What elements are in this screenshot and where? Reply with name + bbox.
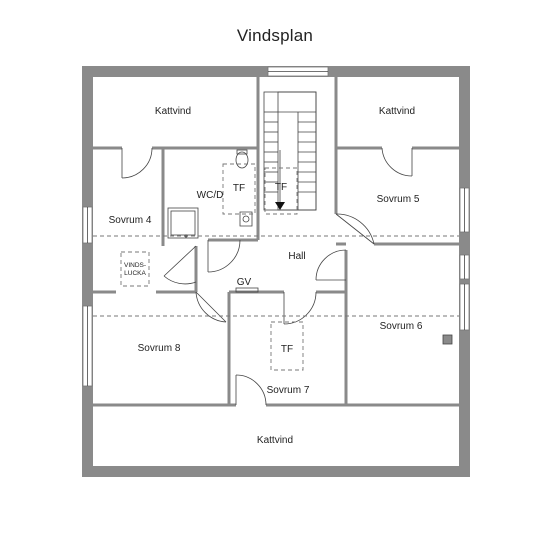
tf-label-stair: TF	[275, 182, 287, 193]
room-label-wc-d: WC/D	[197, 190, 224, 201]
stair-arrow-icon	[275, 202, 285, 210]
room-label-sovrum-5: Sovrum 5	[377, 194, 420, 205]
room-label-sovrum-6: Sovrum 6	[380, 321, 423, 332]
room-label-kattvind-top-right: Kattvind	[379, 106, 415, 117]
slope-lines	[93, 235, 459, 317]
sink-icon	[239, 211, 253, 227]
gv-unit-icon	[235, 287, 259, 293]
chimney-icon	[442, 334, 453, 345]
vindslucka-label-line2: LUCKA	[124, 270, 146, 277]
room-label-kattvind-bottom: Kattvind	[257, 435, 293, 446]
door-swings	[121, 147, 413, 406]
vindslucka-label-line1: VINDS-	[124, 262, 146, 269]
wc-fixtures	[167, 149, 253, 239]
room-label-hall: Hall	[288, 251, 305, 262]
vindslucka-hatch	[120, 251, 150, 287]
tf-boxes	[120, 163, 304, 371]
tf-label-sovrum-7: TF	[281, 344, 293, 355]
room-label-sovrum-4: Sovrum 4	[109, 215, 152, 226]
staircase	[263, 91, 317, 211]
interior-walls	[93, 77, 459, 407]
shower-icon	[167, 207, 199, 239]
room-label-sovrum-7: Sovrum 7	[267, 385, 310, 396]
toilet-icon	[235, 151, 249, 169]
windows	[82, 66, 470, 387]
gv-label: GV	[237, 277, 252, 288]
plan-title: Vindsplan	[236, 26, 314, 45]
tf-label-wc: TF	[233, 183, 245, 194]
room-label-sovrum-8: Sovrum 8	[138, 343, 181, 354]
room-label-kattvind-top-left: Kattvind	[155, 106, 191, 117]
